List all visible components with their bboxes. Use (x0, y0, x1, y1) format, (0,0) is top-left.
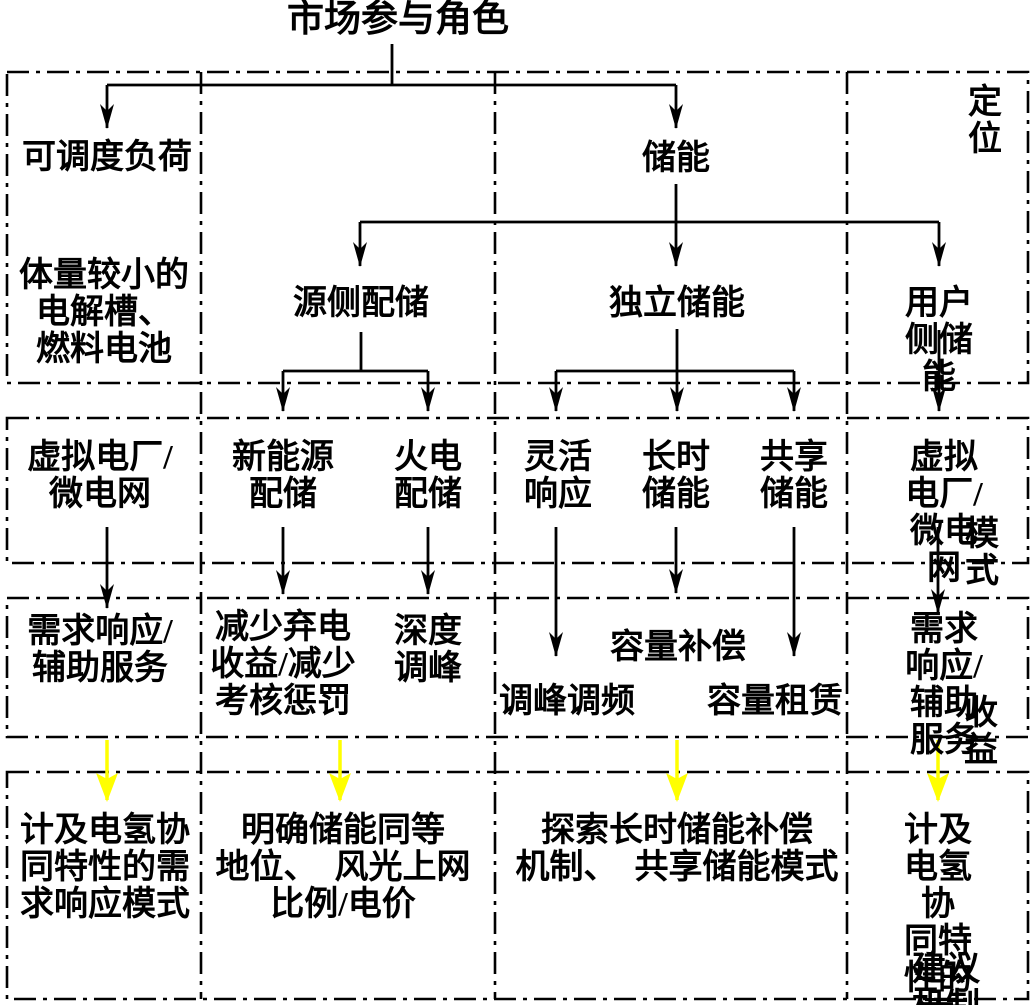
node-capacity-lease: 容量租赁 (707, 683, 843, 720)
node-dispatchable-load: 可调度负荷 (22, 139, 192, 176)
node-equal-status-grid-price: 明确储能同等 地位、 风光上网 比例/电价 (215, 812, 471, 923)
band-label-suggested-mechanism: 建议机制 (912, 951, 980, 1005)
node-user-side-storage: 用户侧储能 (905, 285, 973, 396)
node-curtailment-benefit: 减少弃电 收益/减少 考核惩罚 (210, 609, 356, 720)
band-label-positioning: 定位 (968, 84, 1002, 158)
node-flexible-response: 灵活 响应 (524, 439, 592, 513)
band-borders (5, 70, 1030, 1001)
black-connectors (100, 44, 946, 657)
yellow-connectors (96, 740, 949, 802)
node-energy-storage: 储能 (642, 140, 710, 177)
node-peak-frequency-regulation: 调峰调频 (499, 683, 635, 720)
node-independent-storage: 独立储能 (609, 285, 745, 322)
band-label-revenue: 收益 (964, 695, 998, 769)
node-thermal-with-storage: 火电 配储 (394, 439, 462, 513)
node-lds-compensation-shared-mode: 探索长时储能补偿 机制、 共享储能模式 (515, 812, 839, 886)
node-demand-response-right: 需求响应/ 辅助服务 (905, 611, 983, 759)
node-shared-storage: 共享 储能 (760, 439, 828, 513)
band-label-mode: 模式 (965, 516, 999, 590)
node-hydrogen-dr-mode-left: 计及电氢协 同特性的需 求响应模式 (20, 812, 190, 923)
node-renewable-with-storage: 新能源 配储 (232, 439, 334, 513)
node-small-electrolyzer-fuel-cell: 体量较小的 电解槽、 燃料电池 (19, 257, 189, 368)
node-capacity-compensation: 容量补偿 (610, 629, 746, 666)
node-hydrogen-dr-mode-right: 计及电氢协 同特性的需 求响应模式 (904, 812, 972, 1005)
node-source-side-storage: 源侧配储 (293, 285, 429, 322)
node-long-duration-storage: 长时 储能 (642, 439, 710, 513)
node-vpp-microgrid-left: 虚拟电厂/ 微电网 (27, 439, 173, 513)
node-vpp-microgrid-right: 虚拟电厂/ 微电网 (905, 439, 983, 587)
node-demand-response-left: 需求响应/ 辅助服务 (27, 613, 173, 687)
diagram-title: 市场参与角色 (287, 0, 509, 40)
node-deep-peak-shaving: 深度 调峰 (394, 613, 462, 687)
